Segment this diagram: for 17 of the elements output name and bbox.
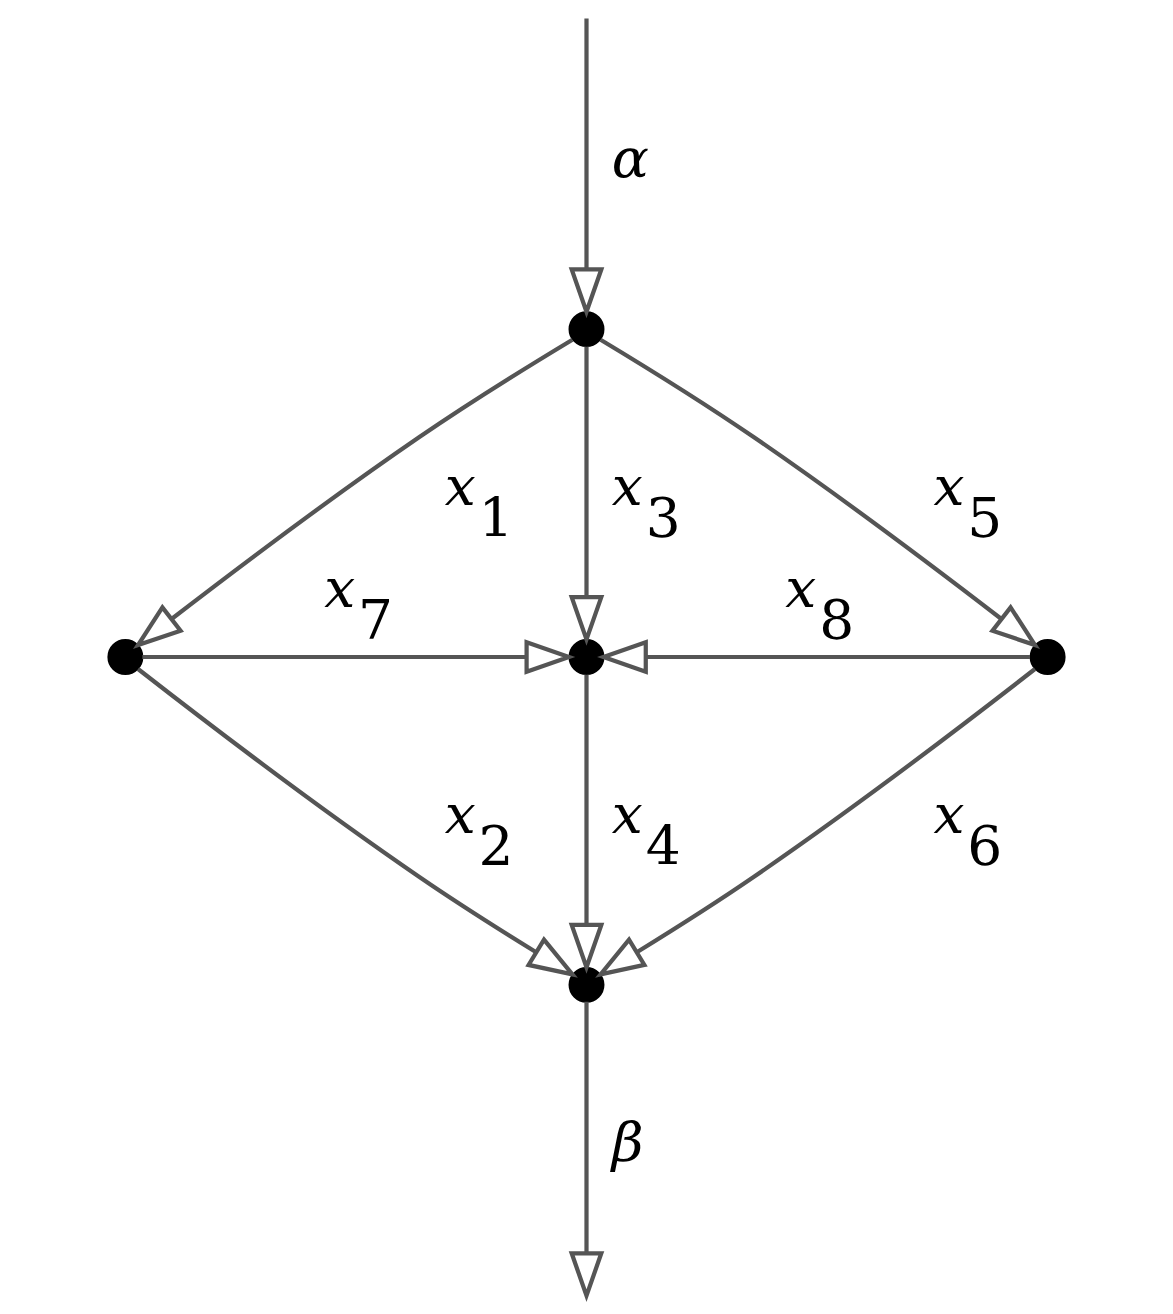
edge-label: α bbox=[611, 126, 650, 191]
node-circle bbox=[1029, 639, 1066, 675]
edge-label: β bbox=[611, 1110, 644, 1175]
node-circle bbox=[568, 966, 605, 1003]
arrow bbox=[568, 674, 605, 974]
arrow bbox=[595, 667, 1037, 978]
node-circle bbox=[568, 311, 605, 348]
node-circle bbox=[107, 639, 144, 675]
arrow bbox=[132, 337, 574, 649]
node-circle bbox=[568, 639, 605, 675]
arrow bbox=[568, 18, 605, 319]
arrow bbox=[568, 1001, 605, 1303]
arrow bbox=[142, 639, 576, 675]
arrow bbox=[136, 667, 578, 978]
arrow bbox=[599, 337, 1041, 649]
arrow bbox=[568, 346, 605, 646]
arrow bbox=[597, 639, 1030, 675]
